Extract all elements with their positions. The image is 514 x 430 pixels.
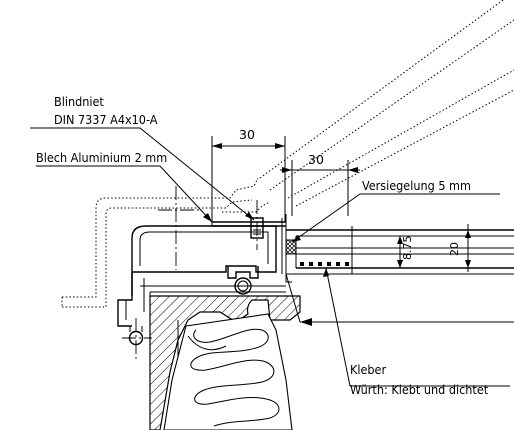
dimension-30-right: 30 <box>280 152 360 216</box>
dim-8-75-text: 8.75 <box>401 236 414 261</box>
glass-unit <box>285 226 514 275</box>
labels: Blindniet DIN 7337 A4x10-A Blech Alumini… <box>36 94 489 397</box>
insulation <box>163 313 293 430</box>
label-blindniet: Blindniet <box>54 94 104 109</box>
adhesive-bead <box>300 262 349 266</box>
dimension-30-top: 30 <box>211 127 286 222</box>
label-kleber: Kleber <box>350 362 386 377</box>
center-lines <box>122 186 258 362</box>
dim-30-top-text: 30 <box>239 127 255 142</box>
dim-20-text: 20 <box>448 242 461 256</box>
dimension-glass: 8.75 20 <box>397 224 471 272</box>
label-wuerth: Würth: Klebt und dichtet <box>350 382 489 397</box>
reference-arrow <box>285 273 514 326</box>
frame-profile <box>117 225 286 346</box>
label-versiegelung: Versiegelung 5 mm <box>362 178 471 193</box>
roof-outline-dotted <box>61 0 514 308</box>
label-blindniet-din: DIN 7337 A4x10-A <box>54 112 158 127</box>
rivet <box>250 217 264 239</box>
aluminium-sheet <box>211 214 292 283</box>
leader-lines <box>30 127 510 387</box>
label-blech: Blech Aluminium 2 mm <box>36 150 167 165</box>
dim-30-right-text: 30 <box>308 152 324 167</box>
